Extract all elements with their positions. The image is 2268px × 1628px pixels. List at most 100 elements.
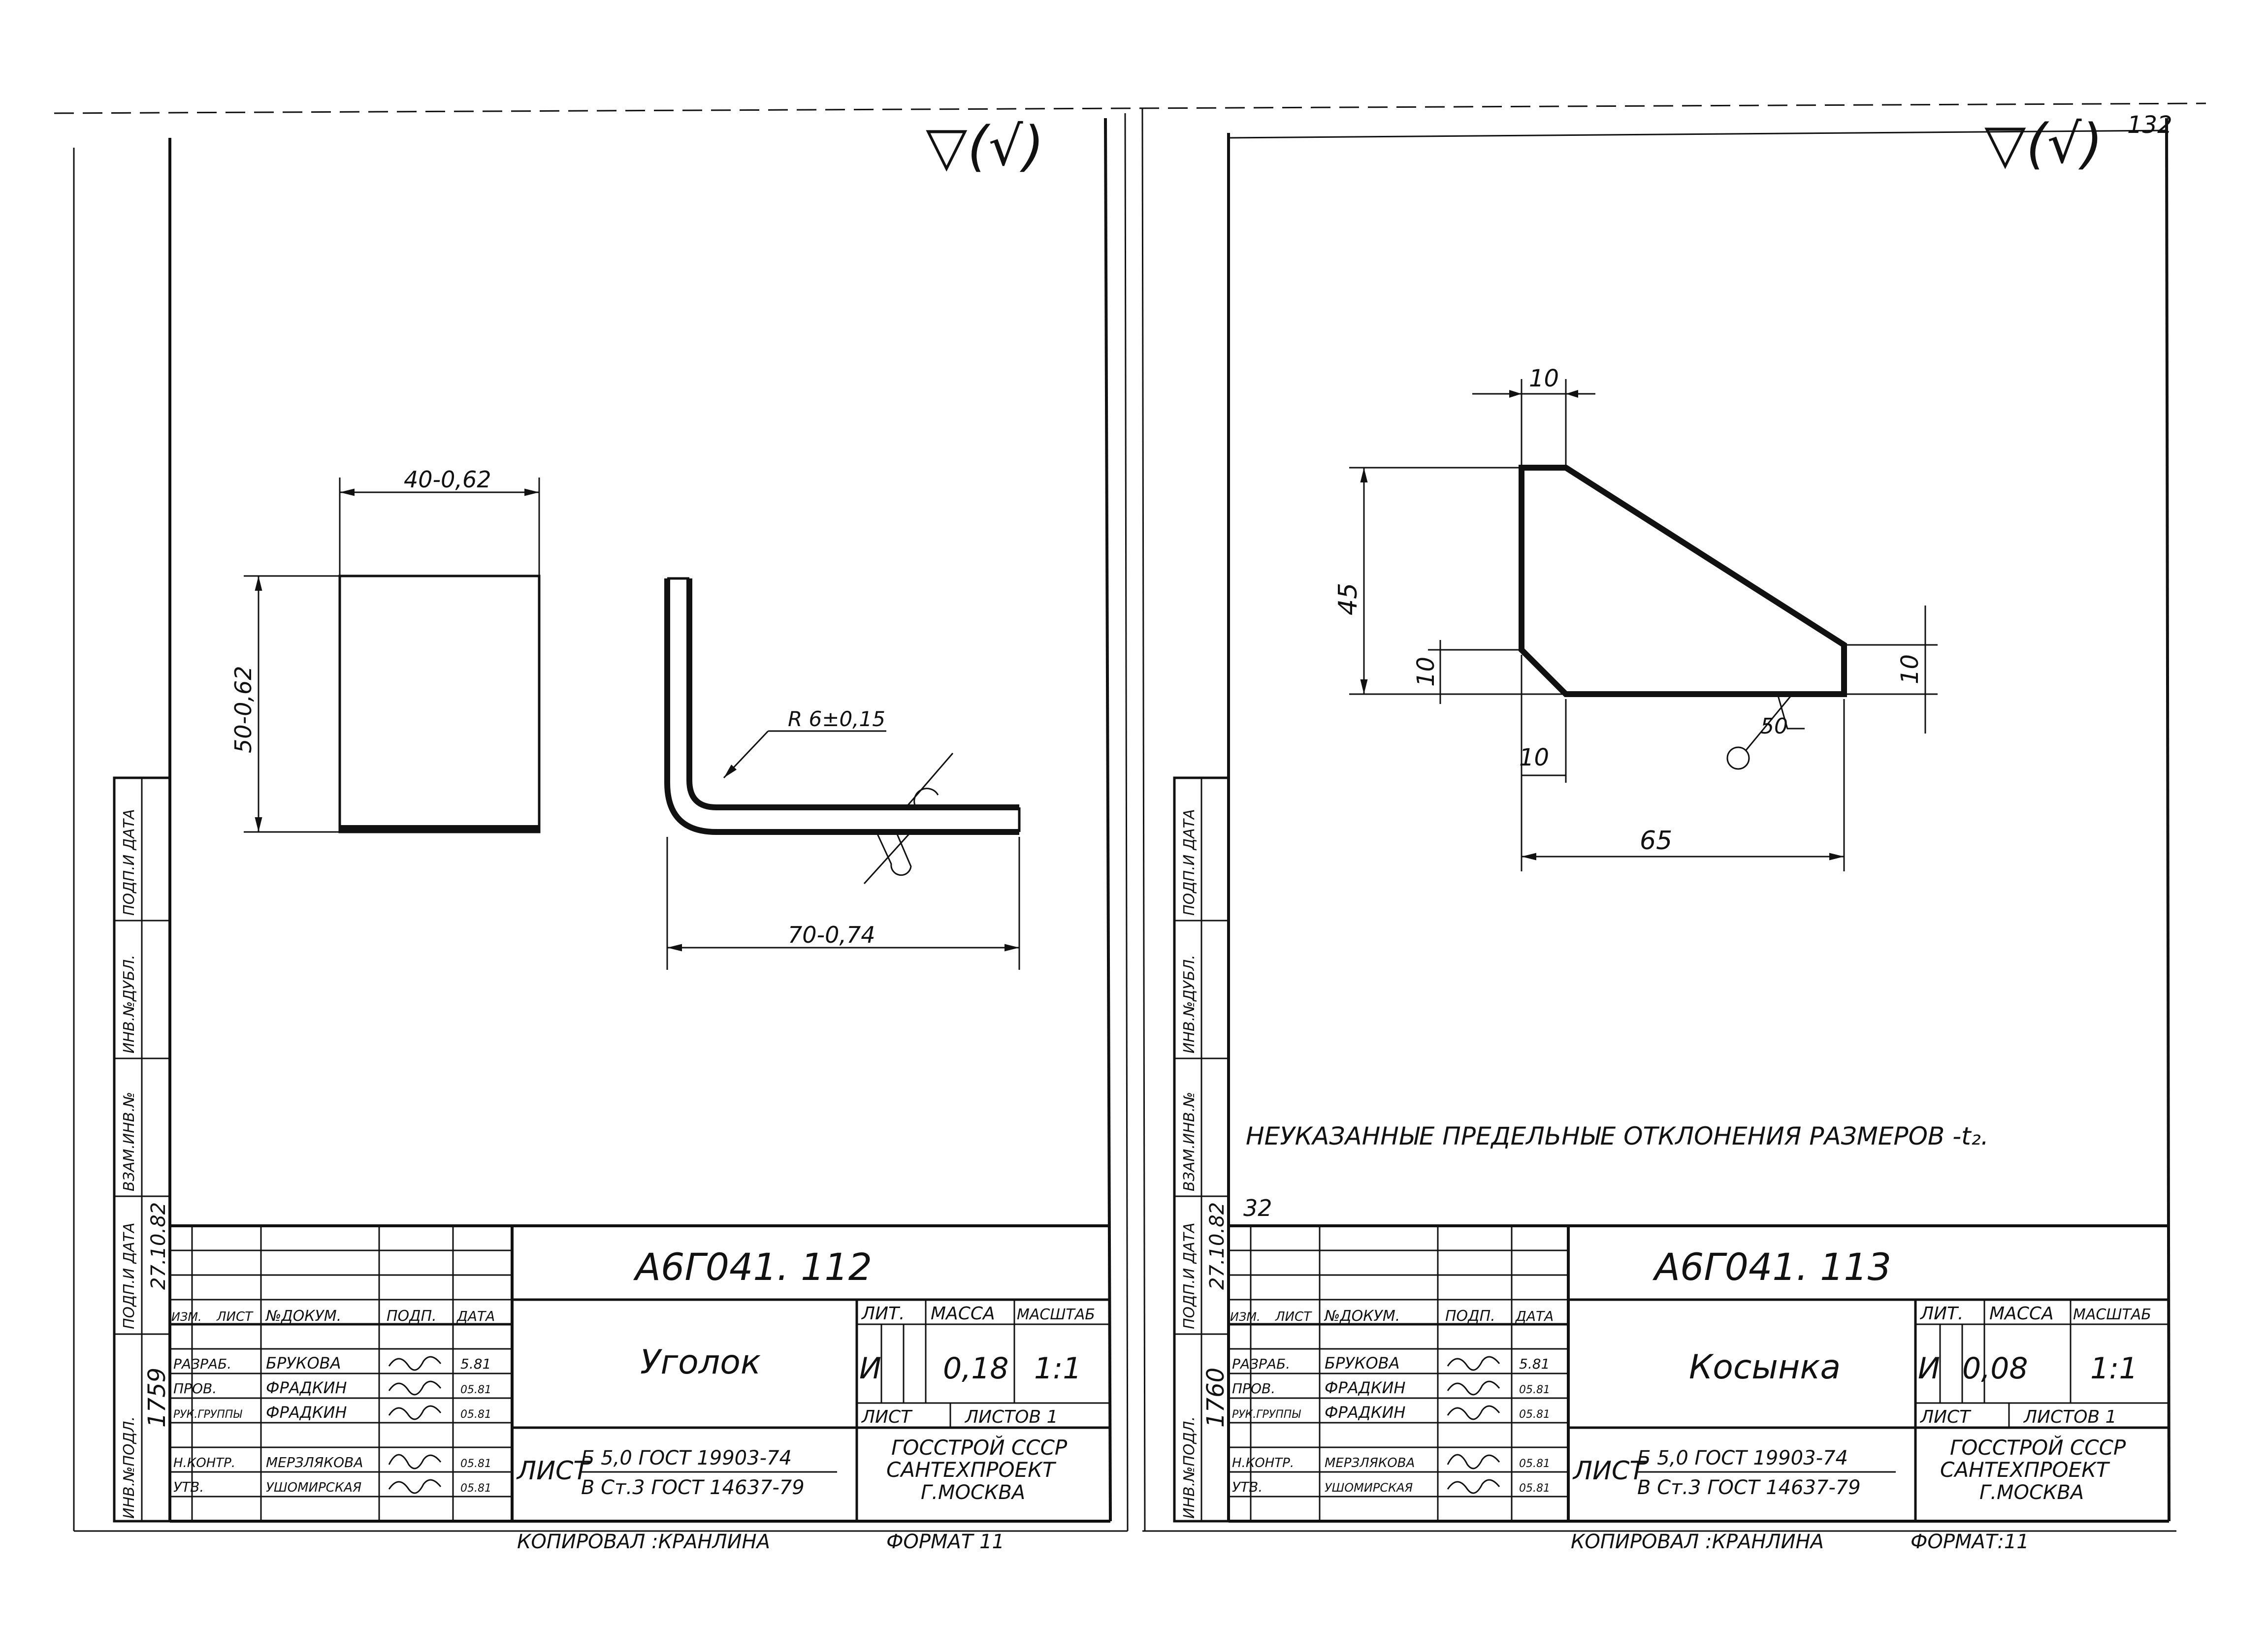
col-header-doc: №ДОКУМ. xyxy=(1324,1308,1400,1325)
right-title-block: ИЗМ. ЛИСТ №ДОКУМ. ПОДП. ДАТА РАЗРАБ. ПРО… xyxy=(1229,1224,2169,1521)
material-top: Б 5,0 ГОСТ 19903-74 xyxy=(1637,1447,1848,1469)
name-developer: БРУКОВА xyxy=(1325,1354,1400,1373)
scale-label: МАСШТАБ xyxy=(1017,1306,1095,1323)
signature-scribble xyxy=(388,1356,442,1371)
material-prefix: ЛИСТ xyxy=(1572,1456,1647,1486)
side-header-dup-inv: ИНВ.№ДУБЛ. xyxy=(121,955,138,1053)
sheets-label: ЛИСТОВ 1 xyxy=(964,1407,1058,1427)
dim-top-label: 10 xyxy=(1529,365,1559,392)
page-number: 132 xyxy=(2127,111,2172,139)
lit-value: И xyxy=(1918,1351,1940,1386)
col-header-date: ДАТА xyxy=(456,1308,495,1324)
col-header-change: ИЗМ. xyxy=(171,1310,202,1324)
doc-number: А6Г041. 113 xyxy=(1652,1245,1891,1289)
date-norm-control: 05.81 xyxy=(460,1458,491,1470)
date-norm-control: 05.81 xyxy=(1519,1458,1550,1470)
dim-arrow-mark xyxy=(1509,390,1522,398)
sheet-label: ЛИСТ xyxy=(1919,1407,1972,1427)
dim-arrow-mark xyxy=(1566,390,1578,398)
date-developer: 5.81 xyxy=(1519,1356,1550,1372)
col-header-date: ДАТА xyxy=(1515,1308,1554,1324)
role-group-lead: РУК.ГРУППЫ xyxy=(173,1408,242,1421)
weld-label: 50 xyxy=(1760,714,1788,739)
scale-value: 1:1 xyxy=(1034,1351,1082,1386)
sheet-label: ЛИСТ xyxy=(861,1407,913,1427)
right-frame-outer-left xyxy=(1141,108,1146,1532)
col-header-doc: №ДОКУМ. xyxy=(265,1308,341,1325)
gusset-outline xyxy=(1519,465,1847,697)
side-header-replaced-inv: ВЗАМ.ИНВ.№ xyxy=(1181,1092,1198,1191)
signature-scribble xyxy=(1447,1356,1500,1371)
material-bottom: В Ст.3 ГОСТ 14637-79 xyxy=(581,1476,805,1499)
date-checker: 05.81 xyxy=(1519,1384,1550,1396)
date-approver: 05.81 xyxy=(460,1482,491,1495)
plate-outline xyxy=(338,575,541,833)
name-group-lead: ФРАДКИН xyxy=(1325,1403,1405,1422)
angle-profile-inner xyxy=(686,578,1019,810)
format-label: ФОРМАТ:11 xyxy=(1911,1531,2029,1553)
org-line-2: САНТЕХПРОЕКТ xyxy=(886,1458,1057,1482)
weld-symbol-top xyxy=(905,753,954,808)
dim-right-small-label: 10 xyxy=(1896,654,1924,684)
date-checker: 05.81 xyxy=(460,1384,491,1396)
name-norm-control: МЕРЗЛЯКОВА xyxy=(266,1454,363,1470)
role-approver: УТВ. xyxy=(1232,1479,1263,1495)
col-header-sheet: ЛИСТ xyxy=(216,1309,254,1324)
dim-width-label: 40-0,62 xyxy=(404,466,491,493)
signature-scribble xyxy=(388,1454,442,1469)
side-inv-number: 1759 xyxy=(143,1368,171,1428)
role-developer: РАЗРАБ. xyxy=(173,1356,231,1372)
side-header-inv-orig: ИНВ.№ПОДЛ. xyxy=(121,1416,138,1519)
col-header-change: ИЗМ. xyxy=(1230,1310,1261,1324)
col-header-sign: ПОДП. xyxy=(1445,1308,1495,1325)
side-header-sign-date-2: ПОДП.И ДАТА xyxy=(121,809,138,916)
name-checker: ФРАДКИН xyxy=(1325,1378,1405,1397)
dim-height-label: 45 xyxy=(1333,583,1363,615)
side-header-inv-orig: ИНВ.№ПОДЛ. xyxy=(1181,1416,1198,1519)
org-line-3: Г.МОСКВА xyxy=(1979,1481,2084,1504)
col-header-sign: ПОДП. xyxy=(387,1308,437,1325)
org-line-1: ГОССТРОЙ СССР xyxy=(1950,1435,2126,1460)
signature-scribble xyxy=(1447,1405,1500,1420)
mass-value: 0,08 xyxy=(1962,1351,2028,1386)
right-side-stamp: ИНВ.№ПОДЛ. ПОДП.И ДАТА ВЗАМ.ИНВ.№ ИНВ.№Д… xyxy=(1173,776,1230,1523)
role-group-lead: РУК.ГРУППЫ xyxy=(1232,1408,1301,1421)
roughness-symbol: ▽(√) xyxy=(926,115,1044,178)
role-checker: ПРОВ. xyxy=(1232,1380,1275,1397)
copied-by: КОПИРОВАЛ :КРАНЛИНА xyxy=(517,1531,770,1553)
date-developer: 5.81 xyxy=(460,1356,491,1372)
radius-leader xyxy=(723,730,769,779)
dim-height-label: 50-0,62 xyxy=(230,666,257,753)
right-frame-top xyxy=(1228,129,2167,139)
left-sheet: ▽(√) 40-0,62 50-0,62 R 6±0,15 70-0,74 xyxy=(73,113,1129,1553)
tolerance-note: НЕУКАЗАННЫЕ ПРЕДЕЛЬНЫЕ ОТКЛОНЕНИЯ РАЗМЕР… xyxy=(1246,1122,1989,1150)
side-header-sign-date-1: ПОДП.И ДАТА xyxy=(1181,1223,1198,1330)
angle-profile-outer xyxy=(664,578,1019,835)
left-frame-right xyxy=(1104,118,1112,1522)
lit-value: И xyxy=(859,1351,881,1386)
date-group-lead: 05.81 xyxy=(1519,1408,1550,1421)
corner-note: 32 xyxy=(1243,1195,1272,1221)
mass-value: 0,18 xyxy=(943,1351,1009,1386)
dim-length-label: 70-0,74 xyxy=(788,922,875,948)
name-group-lead: ФРАДКИН xyxy=(266,1403,347,1422)
signature-scribble xyxy=(1447,1454,1500,1469)
side-header-dup-inv: ИНВ.№ДУБЛ. xyxy=(1181,955,1198,1053)
name-norm-control: МЕРЗЛЯКОВА xyxy=(1325,1456,1415,1470)
right-sheet: ▽(√) 132 10 45 10 10 10 65 50 xyxy=(1141,108,2176,1553)
date-group-lead: 05.81 xyxy=(460,1408,491,1421)
role-norm-control: Н.КОНТР. xyxy=(173,1456,235,1470)
signature-scribble xyxy=(388,1479,442,1494)
copied-by: КОПИРОВАЛ :КРАНЛИНА xyxy=(1571,1531,1824,1553)
side-sign-date: 27.10.82 xyxy=(147,1202,170,1290)
side-sign-date: 27.10.82 xyxy=(1206,1202,1229,1290)
date-approver: 05.81 xyxy=(1519,1482,1550,1495)
role-developer: РАЗРАБ. xyxy=(1232,1356,1290,1372)
signature-scribble xyxy=(1447,1380,1500,1396)
name-approver: УШОМИРСКАЯ xyxy=(1325,1481,1413,1495)
sheets-label: ЛИСТОВ 1 xyxy=(2023,1407,2117,1427)
left-side-stamp: ИНВ.№ПОДЛ. ПОДП.И ДАТА ВЗАМ.ИНВ.№ ИНВ.№Д… xyxy=(113,776,171,1523)
dim-length-label: 65 xyxy=(1640,826,1672,856)
material-top: Б 5,0 ГОСТ 19903-74 xyxy=(581,1447,792,1469)
weld-symbol-bottom xyxy=(863,831,912,885)
